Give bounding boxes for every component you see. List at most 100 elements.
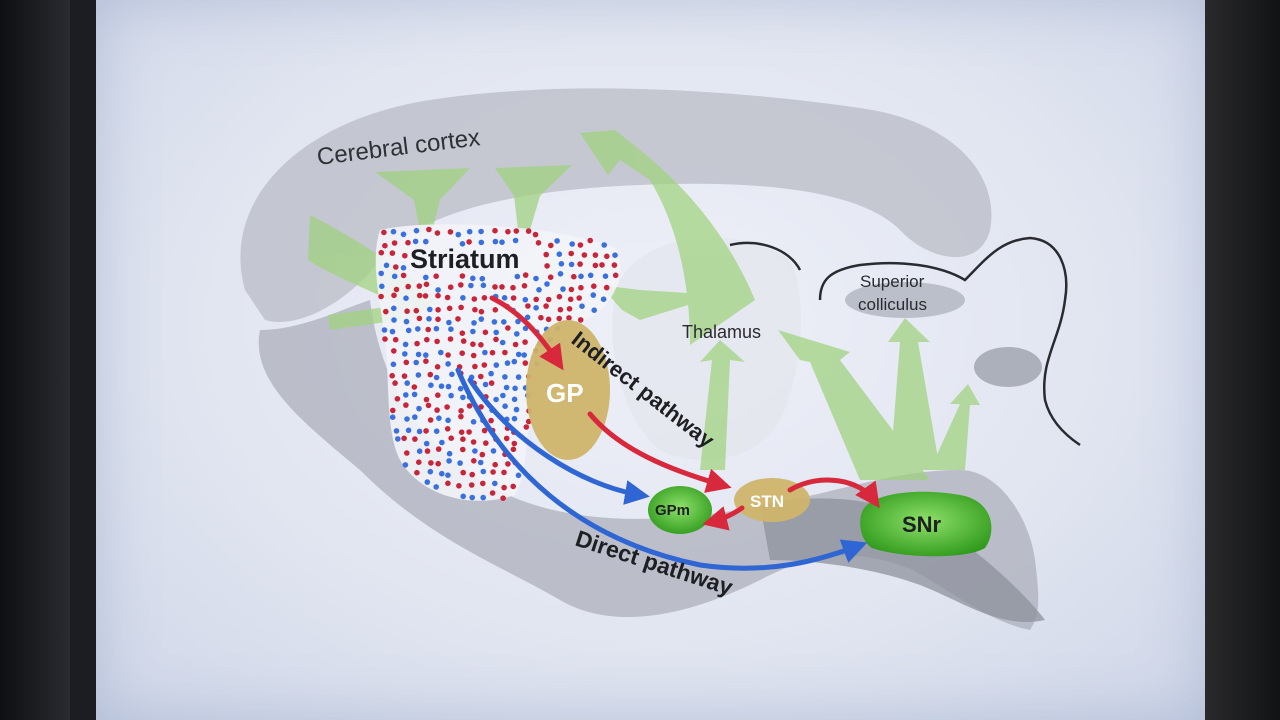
neuron-dot <box>445 417 451 424</box>
neuron-dot <box>515 351 522 358</box>
neuron-dot <box>579 303 585 310</box>
neuron-dot <box>404 308 410 315</box>
neuron-dot <box>459 350 466 357</box>
neuron-dot <box>393 264 399 270</box>
neuron-dot <box>391 240 398 246</box>
neuron-dot <box>568 261 575 268</box>
neuron-dot <box>448 435 455 442</box>
neuron-dot <box>423 281 430 288</box>
neuron-dot <box>577 261 583 267</box>
neuron-dot <box>493 396 499 403</box>
direct-arrows <box>455 367 868 571</box>
neuron-dot <box>390 407 396 414</box>
neuron-dot <box>435 292 441 299</box>
neuron-dot <box>457 385 464 392</box>
neuron-dot <box>402 462 409 468</box>
neuron-dot <box>446 458 452 464</box>
neuron-dot <box>468 482 475 488</box>
neuron-dot <box>604 253 610 260</box>
neuron-dot <box>525 228 532 234</box>
neuron-dot <box>458 304 464 311</box>
neuron-dot <box>405 327 412 334</box>
neuron-dot <box>447 229 454 235</box>
neuron-dot <box>390 228 397 235</box>
neuron-dot <box>591 307 597 314</box>
neuron-dot <box>390 361 397 368</box>
neuron-dot <box>447 284 454 291</box>
neuron-dot <box>434 338 440 345</box>
neuron-dot <box>403 402 409 408</box>
neuron-dot <box>488 370 494 377</box>
neuron-dot <box>492 461 499 468</box>
striatum-to-snr-arrow <box>455 367 868 571</box>
neuron-dot <box>544 263 550 269</box>
neuron-dot <box>395 436 401 442</box>
neuron-dot <box>405 283 412 290</box>
neuron-dot <box>483 440 489 446</box>
neuron-dot <box>521 283 528 289</box>
neuron-dot <box>545 296 552 303</box>
neuron-dot <box>401 373 408 379</box>
neuron-dot <box>413 307 420 314</box>
neuron-dot <box>479 451 486 458</box>
neuron-dot <box>477 459 484 466</box>
label-gpm: GPm <box>655 502 690 519</box>
neuron-dot <box>403 295 409 302</box>
neuron-dot <box>427 306 433 313</box>
neuron-dot <box>522 360 529 366</box>
neuron-dot <box>490 448 497 454</box>
thalamus-up-arrow <box>700 340 745 470</box>
neuron-dot <box>522 272 529 278</box>
neuron-dot <box>460 436 466 443</box>
neuron-dot <box>482 349 488 356</box>
neuron-dot <box>416 428 423 435</box>
neuron-dot <box>446 319 452 326</box>
neuron-dot <box>424 479 431 485</box>
neuron-dot <box>535 240 542 246</box>
neuron-dot <box>568 286 575 293</box>
neuron-dot <box>389 328 396 335</box>
neuron-dot <box>511 440 518 447</box>
neuron-dot <box>591 283 597 290</box>
neuron-dot <box>480 480 486 487</box>
neuron-dot <box>512 385 518 392</box>
neuron-dot <box>457 460 463 466</box>
neuron-dot <box>511 415 518 422</box>
neuron-dot <box>581 252 588 258</box>
neuron-dot <box>378 293 384 300</box>
neuron-dot <box>499 284 505 290</box>
neuron-dot <box>503 435 510 442</box>
neuron-dot <box>512 237 519 244</box>
neuron-dot <box>422 293 429 299</box>
neuron-dot <box>482 329 489 336</box>
neuron-dot <box>389 414 396 421</box>
neuron-dot <box>438 349 444 356</box>
neuron-dot <box>378 270 385 277</box>
label-stn: STN <box>750 492 784 511</box>
neuron-dot <box>447 336 454 342</box>
neuron-dot <box>611 262 618 268</box>
neuron-dot <box>567 296 574 303</box>
neuron-dot <box>435 392 441 399</box>
neuron-dot <box>501 484 507 491</box>
neuron-dot <box>492 284 498 290</box>
striatum-to-gpm-arrow <box>467 377 650 505</box>
neuron-dot <box>449 371 455 378</box>
neuron-dot <box>566 306 573 312</box>
neuron-dot <box>415 372 422 378</box>
neuron-dot <box>413 359 420 366</box>
stn-to-gpm-arrow <box>702 505 745 531</box>
neuron-dot <box>434 230 441 236</box>
neuron-dot <box>515 318 521 325</box>
neuron-dot <box>455 316 461 322</box>
neuron-dot <box>424 336 430 343</box>
neuron-dot <box>470 341 476 348</box>
tectum-outline <box>729 236 1081 447</box>
neuron-dot <box>393 428 400 434</box>
neuron-dot <box>383 308 389 315</box>
neuron-dot <box>438 383 445 390</box>
neuron-dot <box>481 362 488 368</box>
neuron-dot <box>460 394 466 401</box>
neuron-dot <box>536 287 542 293</box>
neuron-dot <box>433 428 440 435</box>
